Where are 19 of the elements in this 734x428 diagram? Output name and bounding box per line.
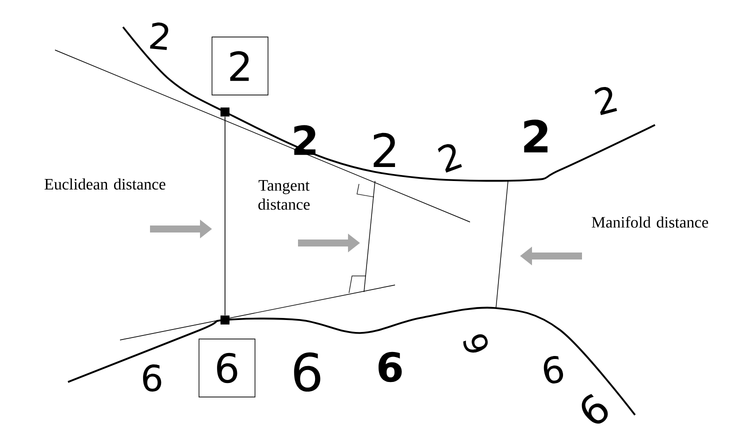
handwritten-digit: 2 bbox=[374, 132, 396, 168]
handwritten-digit: 6 bbox=[463, 334, 488, 353]
handwritten-digit: 2 bbox=[150, 22, 168, 50]
digit-box: 2 bbox=[212, 36, 268, 96]
distance-label: Euclidean distance bbox=[44, 178, 166, 190]
handwritten-digit: 6 bbox=[143, 364, 162, 392]
digit-box: 6 bbox=[198, 338, 256, 398]
handwritten-digit: 2 bbox=[438, 144, 462, 173]
distance-label: Tangent distance bbox=[258, 180, 310, 210]
handwritten-digit: 2 bbox=[524, 120, 548, 152]
handwritten-digit: 6 bbox=[544, 356, 564, 384]
distance-line bbox=[224, 116, 226, 316]
handwritten-digit: 2 bbox=[594, 86, 618, 116]
handwritten-digit: 6 bbox=[378, 352, 402, 382]
point-marker bbox=[220, 316, 230, 324]
distance-label: Manifold distance bbox=[592, 216, 708, 228]
handwritten-digit: 6 bbox=[294, 352, 320, 392]
handwritten-digit: 6 bbox=[582, 394, 608, 424]
point-marker bbox=[220, 108, 230, 116]
